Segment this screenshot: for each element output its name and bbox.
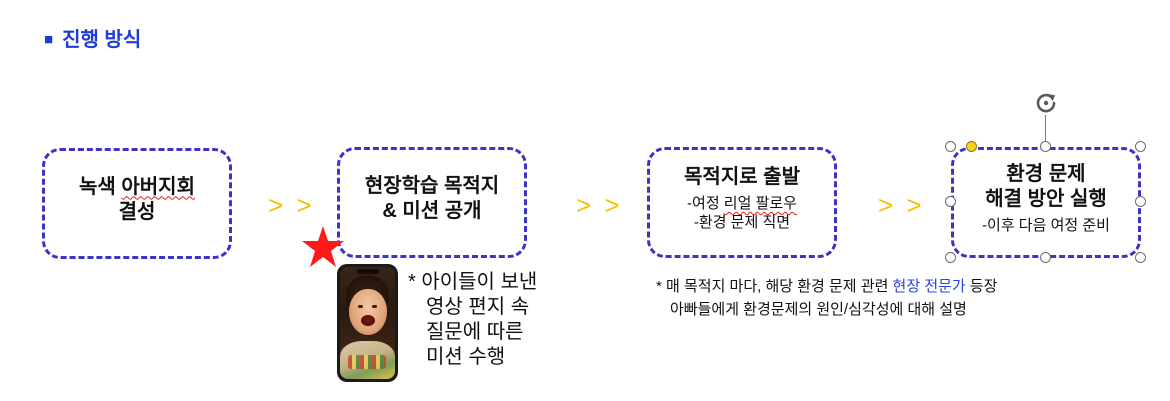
step-title-text: & 미션 공개 (382, 199, 482, 222)
resize-handle-top-right[interactable] (1135, 141, 1146, 152)
step-title-line: & 미션 공개 (382, 199, 481, 224)
rotate-handle-stem (1045, 115, 1046, 142)
step-title-line: 환경 문제 (1006, 162, 1085, 187)
resize-handle-bottom[interactable] (1040, 252, 1051, 263)
photo-eye (372, 305, 377, 308)
resize-handle-left[interactable] (945, 196, 956, 207)
step-title-line: 녹색 아버지회 (79, 175, 195, 200)
note-line: * 아이들이 보낸 (408, 271, 538, 293)
note-line: 질문에 따른 (426, 321, 524, 343)
photo-face (349, 289, 387, 335)
highlight-text: 현장 전문가 (892, 278, 966, 295)
step-box-1[interactable]: 녹색 아버지회 결성 (42, 148, 232, 259)
section-title-text: 진행 방식 (62, 29, 142, 51)
step-box-3[interactable]: 목적지로 출발 -여정 리얼 팔로우 -환경 문제 직면 (647, 147, 837, 258)
step-title-line: 목적지로 출발 (684, 165, 800, 190)
photo-eye (358, 305, 363, 308)
resize-handle-top-left[interactable] (945, 141, 956, 152)
spellcheck-flagged-text: 아버지회 (121, 175, 195, 198)
next-arrow[interactable]: > > (576, 190, 623, 220)
star-icon[interactable] (301, 225, 345, 269)
rotate-handle-icon[interactable] (1034, 91, 1058, 115)
expert-note[interactable]: * 매 목적지 마다, 해당 환경 문제 관련 현장 전문가 등장 아빠들에게 … (656, 275, 998, 321)
note-line: 영상 편지 속 (426, 296, 530, 318)
step-title-text: 녹색 (79, 175, 122, 198)
section-bullet-icon: ■ (44, 31, 54, 48)
photo-mouth (361, 315, 375, 326)
step-sub-text: -환경 문제 직면 (693, 214, 791, 231)
resize-handle-bottom-right[interactable] (1135, 252, 1146, 263)
step-box-2[interactable]: 현장학습 목적지 & 미션 공개 (337, 147, 527, 258)
section-title[interactable]: ■ 진행 방식 (44, 26, 141, 56)
step-title-line: 현장학습 목적지 (365, 174, 499, 199)
step-title-line: 결성 (119, 200, 156, 225)
shape-adjust-handle[interactable] (966, 141, 977, 152)
phone-notch (356, 269, 379, 274)
next-arrow[interactable]: > > (268, 190, 315, 220)
note-line: 아빠들에게 환경문제의 원인/심각성에 대해 설명 (670, 301, 967, 318)
step-sub-line: -여정 리얼 팔로우 (687, 194, 797, 213)
step-sub-text: -이후 다음 여정 준비 (982, 217, 1110, 234)
step-title-text: 해결 방안 실행 (985, 188, 1107, 210)
phone-video-photo[interactable] (337, 264, 398, 382)
step-title-line: 해결 방안 실행 (985, 187, 1107, 212)
resize-handle-top[interactable] (1040, 141, 1051, 152)
step-sub-text: -여정 (687, 195, 724, 212)
spellcheck-flagged-text: 리얼 팔로우 (723, 195, 797, 212)
note-text: 등장 (965, 278, 998, 295)
step-title-text: 결성 (118, 200, 156, 223)
resize-handle-bottom-left[interactable] (945, 252, 956, 263)
photo-shirt-print (348, 355, 386, 369)
next-arrow[interactable]: > > (878, 190, 925, 220)
step-title-text: 목적지로 출발 (684, 166, 800, 188)
step-title-text: 환경 문제 (1006, 163, 1086, 185)
video-letter-note[interactable]: * 아이들이 보낸 영상 편지 속 질문에 따른 미션 수행 (408, 270, 537, 370)
resize-handle-right[interactable] (1135, 196, 1146, 207)
note-text: * 매 목적지 마다, 해당 환경 문제 관련 (656, 278, 893, 295)
phone-screen (340, 267, 395, 379)
note-line: * 매 목적지 마다, 해당 환경 문제 관련 현장 전문가 등장 (656, 275, 998, 298)
step-title-text: 현장학습 목적지 (364, 174, 500, 197)
step-sub-line: -이후 다음 여정 준비 (982, 216, 1110, 235)
note-line: 미션 수행 (426, 346, 506, 368)
step-sub-line: -환경 문제 직면 (694, 213, 790, 232)
step-box-4-selected[interactable]: 환경 문제 해결 방안 실행 -이후 다음 여정 준비 (951, 147, 1141, 258)
